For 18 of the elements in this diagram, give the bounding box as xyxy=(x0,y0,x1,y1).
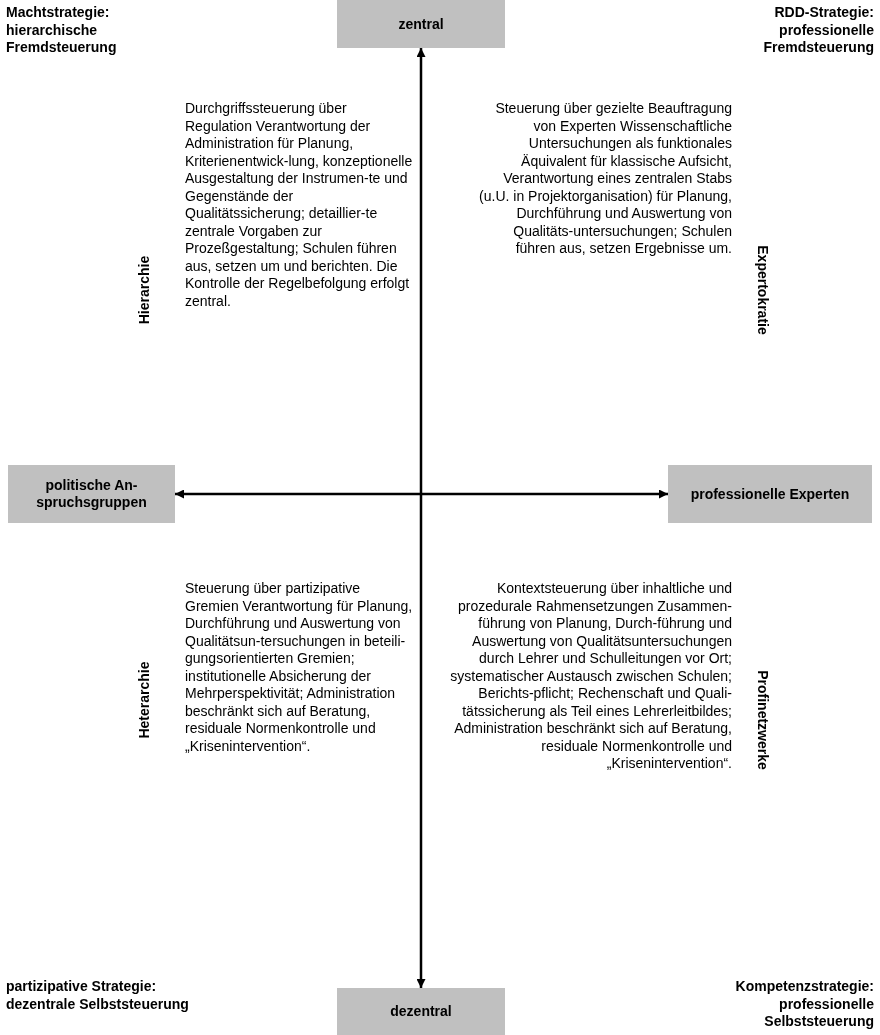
pole-box: professionelle Experten xyxy=(668,465,872,523)
quadrant-description: Kontextsteuerung über inhaltliche und prozedurale Rahmensetzungen Zusammen-führung von Planung, Durch-führung und Auswertung von Qualitätsuntersuchungen durch Lehrer und Schulleitungen vor Ort; systematischer Austausch zwischen Schulen; Berichts-pflicht; Rechenschaft und Quali-tätssicherung als Teil eines Lehrerleitbildes; Administration beschränkt sich auf Beratung, residuale Normenkontrolle und „Krisenintervention“. xyxy=(450,580,732,773)
axis-label: Hierarchie xyxy=(136,255,154,325)
axis-label: Heterarchie xyxy=(136,661,154,739)
quadrant-description: Steuerung über partizipative Gremien Verantwortung für Planung, Durchführung und Auswertung von Qualitätsun-tersuchungen in beteili-gungsorientierten Gremien; institutionelle Absicherung der Mehrperspektivität; Administration beschränkt sich auf Beratung, residuale Normenkontrolle und „Krisenintervention“. xyxy=(185,580,414,755)
quadrant-description: Durchgriffssteuerung über Regulation Verantwortung der Administration für Planung, Kriterienentwick-lung, konzeptionelle Ausgestaltung der Instrumen-te und Gegenstände der Qualitätssicherung; detaillier-te zentrale Vorgaben zur Prozeßgestaltung; Schulen führen aus, setzen um und berichten. Die Kontrolle der Regelbefolgung erfolgt zentral. xyxy=(185,100,414,310)
axis-label: Profinetzwerke xyxy=(753,670,771,770)
corner-heading: partizipative Strategie: dezentrale Selbststeuerung xyxy=(6,978,190,1013)
pole-box: dezentral xyxy=(337,988,505,1035)
pole-box: zentral xyxy=(337,0,505,48)
corner-heading: Machtstrategie: hierarchische Fremdsteuerung xyxy=(6,4,118,57)
pole-box: politische An-spruchsgruppen xyxy=(8,465,175,523)
corner-heading: RDD-Strategie: professionelle Fremdsteuerung xyxy=(762,4,874,57)
axis-arrow xyxy=(416,48,426,988)
axis-arrow xyxy=(175,489,668,499)
corner-heading: Kompetenzstrategie: professionelle Selbststeuerung xyxy=(734,978,874,1031)
axis-label: Expertokratie xyxy=(753,245,771,335)
quadrant-description: Steuerung über gezielte Beauftragung von Experten Wissenschaftliche Untersuchungen als funktionales Äquivalent für klassische Aufsicht, Verantwortung eines zentralen Stabs (u.U. in Projektorganisation) für Planung, Durchführung und Auswertung von Qualitäts-untersuchungen; Schulen führen aus, setzen Ergebnisse um. xyxy=(478,100,732,258)
